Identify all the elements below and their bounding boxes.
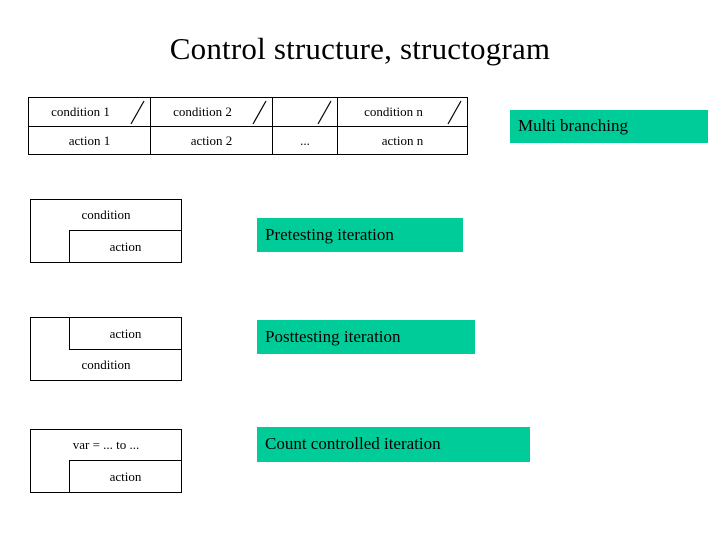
branch-slash-icon [447,100,463,125]
condition-cell-1: condition 1 [29,98,151,126]
count-controlled-action-box: action [69,460,181,492]
posttesting-action-box: action [69,318,181,350]
action-cell-3: ... [273,127,338,154]
condition-cell-2: condition 2 [151,98,273,126]
label-count-controlled-iteration: Count controlled iteration [257,427,530,462]
multi-branching-diagram: condition 1 condition 2 condition n [28,97,468,155]
label-multi-branching: Multi branching [510,110,708,143]
pretesting-condition-label: condition [81,207,131,222]
action-cell-2: action 2 [151,127,273,154]
pretesting-iteration-diagram: condition action [30,199,182,263]
branch-slash-icon [130,100,146,125]
count-controlled-iteration-diagram: var = ... to ... action [30,429,182,493]
condition-cell-3 [273,98,338,126]
count-controlled-header-label: var = ... to ... [72,437,140,452]
condition-cell-4: condition n [338,98,467,126]
posttesting-iteration-diagram: action condition [30,317,182,381]
condition-label-4: condition n [364,104,423,119]
label-pretesting-iteration: Pretesting iteration [257,218,463,252]
condition-label-2: condition 2 [173,104,232,119]
action-cell-4: action n [381,132,424,148]
branch-slash-icon [252,100,268,125]
branch-slash-icon [317,100,333,125]
action-row: action 1 action 2 ... action n [29,127,467,154]
label-posttesting-iteration: Posttesting iteration [257,320,475,354]
page-title: Control structure, structogram [169,31,551,66]
condition-label-1: condition 1 [51,104,110,119]
condition-row: condition 1 condition 2 condition n [29,98,467,127]
posttesting-condition-label: condition [81,357,131,372]
action-cell-1: action 1 [29,127,151,154]
pretesting-action-box: action [69,230,181,262]
